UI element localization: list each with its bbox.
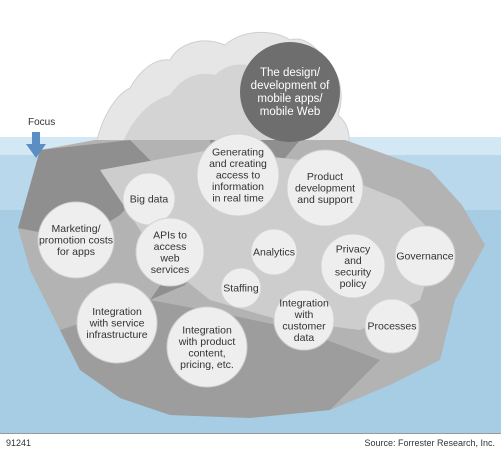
bubble-integration-service-text-line: Integration	[92, 306, 142, 318]
bubble-circle	[286, 149, 364, 227]
top-bubble-text-line: development of	[251, 80, 330, 92]
bubble-integration-customer-text-line: Integration	[279, 297, 329, 309]
bubble-apis-web-services-text-line: services	[151, 264, 190, 276]
bubble-circle	[394, 225, 456, 287]
footer-divider	[0, 433, 501, 434]
bubble-staffing-text-line: Staffing	[223, 283, 259, 295]
bubble-circle	[76, 282, 158, 364]
bubble-integration-service-text-line: with service	[89, 318, 145, 330]
bubble-processes: Processes	[364, 298, 420, 354]
bubble-circle	[364, 298, 420, 354]
bubble-privacy-security-text-line: policy	[340, 278, 368, 290]
bubble-integration-product-text-line: with product	[178, 336, 236, 348]
bubble-processes-text-line: Processes	[367, 321, 416, 333]
bubble-analytics-text-line: Analytics	[253, 247, 295, 259]
bubble-circle	[135, 217, 205, 287]
bubble-circle	[273, 289, 335, 351]
bubble-integration-product-text-line: content,	[188, 347, 225, 359]
figure-number: 91241	[6, 438, 32, 448]
top-bubble-text-line: The design/	[260, 67, 321, 79]
bubble-governance: Governance	[394, 225, 456, 287]
bubble-integration-product-text-line: pricing, etc.	[180, 359, 234, 371]
top-bubble-circle	[240, 42, 340, 142]
bubble-integration-product-text-line: Integration	[182, 324, 232, 336]
bubble-circle	[220, 267, 262, 309]
bubble-big-data: Big data	[122, 172, 176, 226]
bubble-marketing-promotion-text-line: promotion costs	[39, 235, 113, 247]
bubble-circle	[166, 306, 248, 388]
bubble-integration-service-text-line: infrastructure	[86, 329, 147, 341]
bubble-marketing-promotion-text-line: Marketing/	[51, 223, 100, 235]
bubble-generating-access-text-line: and creating	[209, 158, 267, 170]
bubble-big-data-text-line: Big data	[130, 194, 169, 206]
focus-arrow-icon	[26, 132, 46, 158]
bubble-generating-access-text-line: information	[212, 181, 264, 193]
top-bubble-text-line: mobile apps/	[257, 93, 323, 105]
bubble-apis-web-services-text-line: access	[154, 241, 187, 253]
bubble-apis-web-services-text-line: web	[159, 252, 179, 264]
bubble-generating-access-text-line: access to	[216, 170, 261, 182]
bubble-staffing: Staffing	[220, 267, 262, 309]
bubble-circle	[250, 228, 298, 276]
bubble-apis-web-services-text-line: APIs to	[153, 229, 187, 241]
bubble-generating-access-text-line: in real time	[212, 193, 264, 205]
bubble-governance-text-line: Governance	[396, 251, 453, 263]
top-bubble-text-line: mobile Web	[260, 106, 321, 118]
bubble-product-development-text-line: development	[295, 183, 355, 195]
focus-label: Focus	[28, 117, 56, 128]
source-credit: Source: Forrester Research, Inc.	[364, 438, 495, 448]
bubble-privacy-security-text-line: and	[344, 255, 362, 267]
bubble-analytics: Analytics	[250, 228, 298, 276]
bubble-circle	[320, 233, 386, 299]
bubble-integration-customer-text-line: with	[294, 309, 314, 321]
bubble-generating-access-text-line: Generating	[212, 147, 264, 159]
bubble-marketing-promotion-text-line: for apps	[57, 246, 95, 258]
bubble-privacy-security-text-line: security	[335, 266, 372, 278]
bubble-circle	[196, 133, 280, 217]
bubble-product-development-text-line: Product	[307, 171, 343, 183]
bubble-integration-customer-text-line: data	[294, 332, 315, 344]
bubble-integration-customer-text-line: customer	[282, 320, 326, 332]
bubble-circle	[37, 201, 115, 279]
bubble-product-development-text-line: and support	[297, 194, 353, 206]
bubble-privacy-security-text-line: Privacy	[336, 243, 371, 255]
